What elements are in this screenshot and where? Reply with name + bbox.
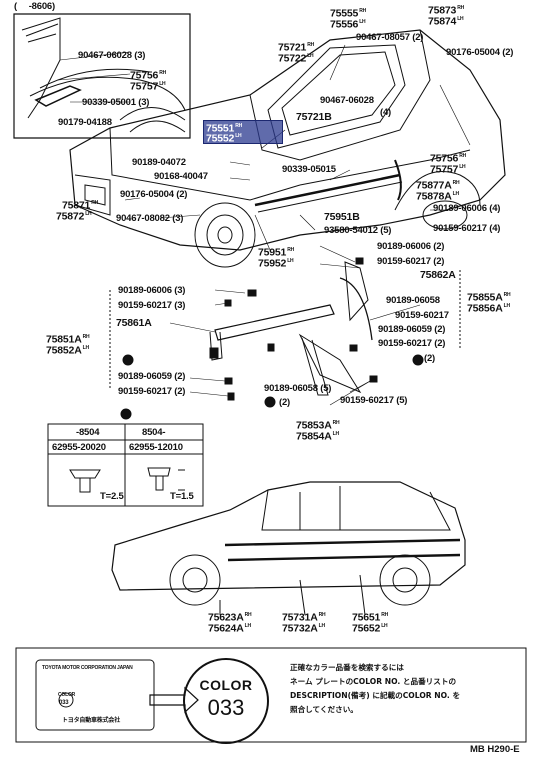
inset-col2-thickness: T=1.5 bbox=[170, 491, 194, 502]
plate-color-text: COLOR bbox=[58, 692, 76, 698]
diagram-code: MB H290-E bbox=[470, 744, 520, 755]
part-75556[interactable]: 75556LH bbox=[330, 18, 366, 31]
qty-2-center: (2) bbox=[279, 397, 291, 408]
part-90467-08057[interactable]: 90467-08057 (2) bbox=[356, 32, 424, 43]
part-75721B[interactable]: 75721B bbox=[296, 111, 332, 123]
part-90159-60217-2-left[interactable]: 90159-60217 (2) bbox=[118, 386, 186, 397]
color-code-circle: COLOR 033 bbox=[183, 658, 269, 744]
part-90176-05004-left[interactable]: 90176-05004 (2) bbox=[120, 189, 188, 200]
qty-2-right: (2) bbox=[424, 353, 436, 364]
part-75855A[interactable]: 75855ARH bbox=[467, 291, 511, 304]
part-75854A[interactable]: 75854ALH bbox=[296, 430, 339, 443]
part-90189-06059-right[interactable]: 90189-06059 (2) bbox=[378, 324, 446, 335]
part-75757-right[interactable]: 75757LH bbox=[430, 163, 466, 176]
part-75722[interactable]: 75722LH bbox=[278, 52, 314, 65]
part-90179-04188[interactable]: 90179-04188 bbox=[58, 117, 112, 128]
part-75952[interactable]: 75952LH bbox=[258, 257, 294, 270]
part-75732A[interactable]: 75732ALH bbox=[282, 622, 325, 635]
part-90189-06006-4[interactable]: 90189-06006 (4) bbox=[433, 203, 501, 214]
part-90189-06058[interactable]: 90189-06058 bbox=[386, 295, 440, 306]
inset-col2-part[interactable]: 62955-12010 bbox=[129, 442, 183, 453]
middle-exploded-parts bbox=[109, 257, 461, 420]
part-75873[interactable]: 75873RH bbox=[428, 4, 465, 17]
plate-code-text: 033 bbox=[59, 700, 69, 706]
part-90467-08082[interactable]: 90467-08082 (3) bbox=[116, 213, 184, 224]
part-90159-60217-2-right[interactable]: 90159-60217 (2) bbox=[378, 338, 446, 349]
part-75878A[interactable]: 75878ALH bbox=[416, 190, 459, 203]
part-90339-05001[interactable]: 90339-05001 (3) bbox=[82, 97, 150, 108]
part-90189-06006-2[interactable]: 90189-06006 (2) bbox=[377, 241, 445, 252]
part-75851A[interactable]: 75851ARH bbox=[46, 333, 90, 346]
part-90339-05015[interactable]: 90339-05015 bbox=[282, 164, 336, 175]
part-75861A[interactable]: 75861A bbox=[116, 317, 152, 329]
highlighted-part-box bbox=[203, 120, 283, 144]
part-90159-60217-2-top[interactable]: 90159-60217 (2) bbox=[377, 256, 445, 267]
part-90189-06059-left[interactable]: 90189-06059 (2) bbox=[118, 371, 186, 382]
plate-top-text: TOYOTA MOTOR CORPORATION JAPAN bbox=[42, 665, 133, 671]
color-word: COLOR bbox=[199, 677, 253, 693]
part-75871[interactable]: 75871RH bbox=[62, 199, 99, 212]
inset-col2-header: 8504- bbox=[142, 427, 166, 438]
plate-bottom-text: トヨタ自動車株式会社 bbox=[62, 718, 121, 724]
part-75731A[interactable]: 75731ARH bbox=[282, 611, 326, 624]
part-75555[interactable]: 75555RH bbox=[330, 7, 367, 20]
part-90168-40047[interactable]: 90168-40047 bbox=[154, 171, 208, 182]
part-75757[interactable]: 75757LH bbox=[130, 80, 166, 93]
top-left-inset bbox=[13, 13, 191, 139]
part-75652[interactable]: 75652LH bbox=[352, 622, 388, 635]
part-90189-06058-5[interactable]: 90189-06058 (5) bbox=[264, 383, 332, 394]
part-75951B[interactable]: 75951B bbox=[324, 211, 360, 223]
side-view-car bbox=[111, 481, 466, 616]
part-90176-05004-right[interactable]: 90176-05004 (2) bbox=[446, 47, 514, 58]
part-75853A[interactable]: 75853ARH bbox=[296, 419, 340, 432]
inset-col1-thickness: T=2.5 bbox=[100, 491, 124, 502]
part-75872[interactable]: 75872LH bbox=[56, 210, 92, 223]
part-93580-54012[interactable]: 93580-54012 (5) bbox=[324, 225, 392, 236]
inset-col1-part[interactable]: 62955-20020 bbox=[52, 442, 106, 453]
part-90159-60217-4[interactable]: 90159-60217 (4) bbox=[433, 223, 501, 234]
part-75624A[interactable]: 75624ALH bbox=[208, 622, 251, 635]
part-90159-60217-5[interactable]: 90159-60217 (5) bbox=[340, 395, 408, 406]
qty-4: (4) bbox=[380, 107, 392, 118]
part-75552-highlight[interactable]: 75552LH bbox=[206, 132, 242, 145]
part-75862A[interactable]: 75862A bbox=[420, 269, 456, 281]
part-75856A[interactable]: 75856ALH bbox=[467, 302, 510, 315]
part-75877A[interactable]: 75877ARH bbox=[416, 179, 460, 192]
inset-col1-header: -8504 bbox=[76, 427, 100, 438]
part-90159-60217-3[interactable]: 90159-60217 (3) bbox=[118, 300, 186, 311]
part-75756[interactable]: 75756RH bbox=[130, 69, 167, 82]
part-90189-04072[interactable]: 90189-04072 bbox=[132, 157, 186, 168]
part-75951[interactable]: 75951RH bbox=[258, 246, 295, 259]
part-90189-06006-3[interactable]: 90189-06006 (3) bbox=[118, 285, 186, 296]
color-note-line4: 照合してください。 bbox=[290, 705, 358, 714]
part-75874[interactable]: 75874LH bbox=[428, 15, 464, 28]
part-90467-06028-4[interactable]: 90467-06028 bbox=[320, 95, 374, 106]
part-90159-60217-mid[interactable]: 90159-60217 bbox=[395, 310, 449, 321]
color-code: 033 bbox=[207, 695, 245, 720]
part-75721[interactable]: 75721RH bbox=[278, 41, 315, 54]
leader-lines bbox=[57, 44, 471, 406]
part-90467-06028-3[interactable]: 90467-06028 (3) bbox=[78, 50, 146, 61]
color-note-line2: ネーム プレートのCOLOR NO. と品番リストの bbox=[290, 677, 457, 686]
color-note-line3: DESCRIPTION(備考) に記載のCOLOR NO. を bbox=[290, 691, 461, 700]
clip-inset-table bbox=[47, 423, 204, 507]
part-75651[interactable]: 75651RH bbox=[352, 611, 389, 624]
part-75756-right[interactable]: 75756RH bbox=[430, 152, 467, 165]
part-75623A[interactable]: 75623ARH bbox=[208, 611, 252, 624]
part-75551-highlight[interactable]: 75551RH bbox=[206, 122, 243, 135]
color-note-line1: 正確なカラー品番を検索するには bbox=[290, 663, 404, 672]
header-range: ( -8606) bbox=[14, 1, 55, 12]
part-75852A[interactable]: 75852ALH bbox=[46, 344, 89, 357]
